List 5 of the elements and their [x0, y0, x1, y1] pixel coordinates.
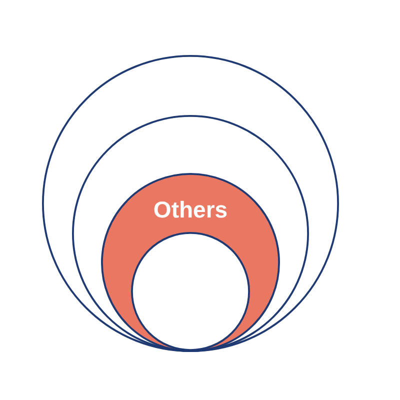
- outer-circle: [42, 54, 339, 352]
- highlighted-circle: [101, 172, 280, 352]
- circle-label: Others: [153, 196, 228, 224]
- inner-circle: [131, 232, 250, 350]
- middle-circle: [72, 114, 309, 352]
